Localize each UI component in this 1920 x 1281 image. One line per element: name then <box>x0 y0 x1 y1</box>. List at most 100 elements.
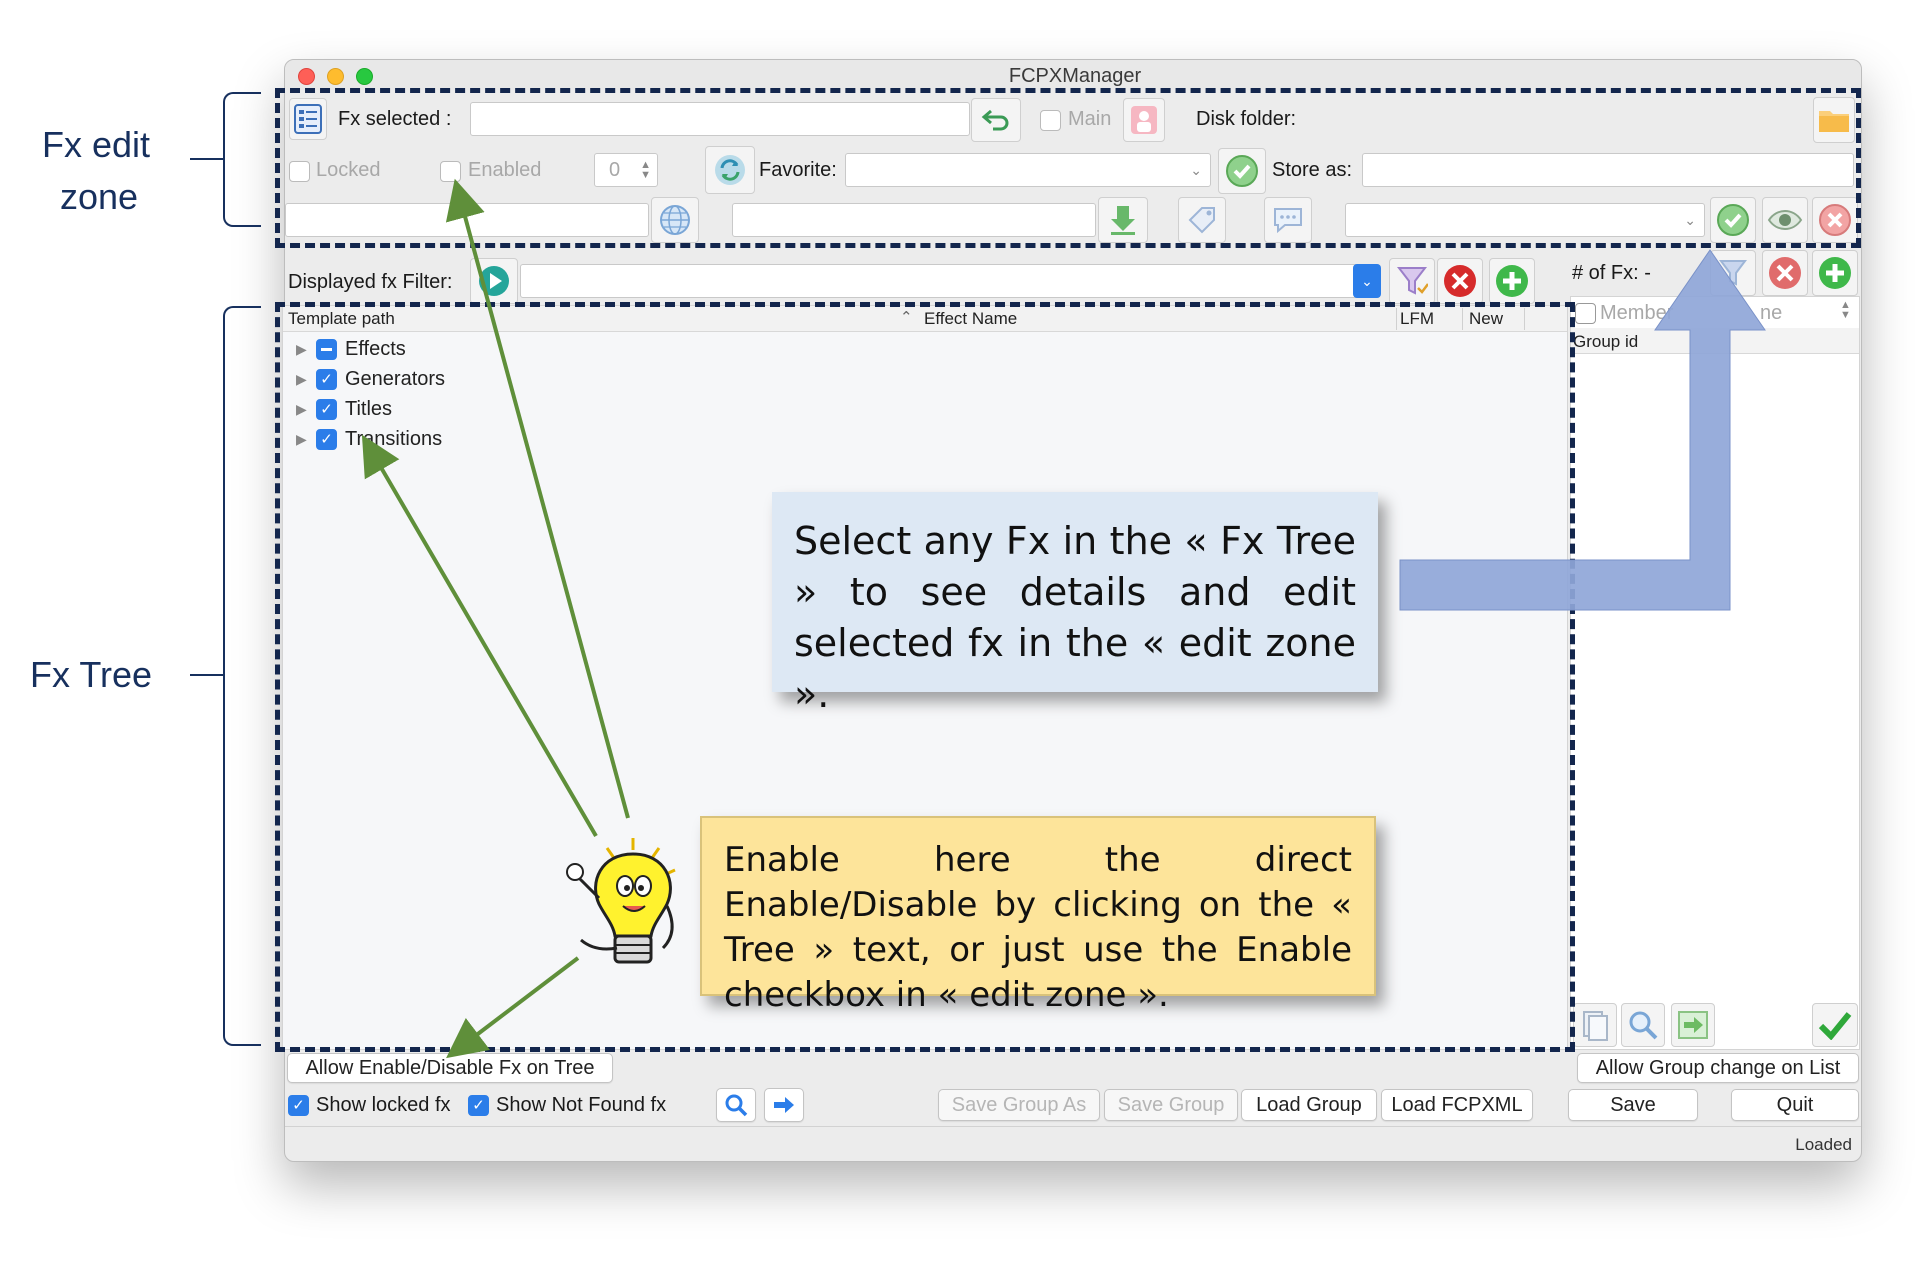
add-group-button[interactable] <box>1812 250 1858 296</box>
funnel-icon <box>1396 267 1428 295</box>
column-effect-name[interactable]: Effect Name <box>924 309 1018 328</box>
big-bent-arrow-icon <box>1399 249 1766 611</box>
cancel-edit-button[interactable] <box>1812 197 1858 243</box>
edit-zone-annotation-line1: Fx edit <box>42 124 151 165</box>
save-button[interactable]: Save <box>1568 1089 1698 1121</box>
search-list-button[interactable] <box>1621 1003 1665 1047</box>
tree-brace <box>223 306 261 1046</box>
tree-item-label[interactable]: Generators <box>345 367 446 390</box>
chevron-down-icon: ⌄ <box>1190 161 1202 178</box>
sort-stepper-icon[interactable]: ▲▼ <box>1840 299 1851 321</box>
tree-item-titles[interactable]: ▶ ✓ Titles <box>296 394 392 424</box>
locked-label: Locked <box>316 159 381 181</box>
remove-group-button[interactable] <box>1762 250 1808 296</box>
load-fcpxml-button[interactable]: Load FCPXML <box>1381 1089 1533 1121</box>
favorite-select[interactable]: ⌄ <box>845 153 1211 187</box>
disclosure-triangle-icon[interactable]: ▶ <box>296 430 307 447</box>
close-circle-icon <box>1444 265 1476 297</box>
status-bar-divider <box>285 1126 1861 1127</box>
column-new[interactable]: New <box>1469 309 1504 328</box>
minimize-window-button[interactable] <box>327 68 344 85</box>
apply-favorite-button[interactable] <box>1218 148 1266 194</box>
apply-group-button[interactable] <box>1812 1003 1858 1047</box>
disclosure-triangle-icon[interactable]: ▶ <box>296 400 307 417</box>
tag-field[interactable] <box>732 203 1096 237</box>
comment-button[interactable] <box>1264 197 1312 243</box>
open-web-button[interactable] <box>651 197 699 243</box>
favorite-label: Favorite: <box>759 159 837 181</box>
tree-checkbox[interactable] <box>316 338 337 360</box>
tree-brace-tip <box>190 674 224 676</box>
show-not-found-checkbox[interactable]: ✓ <box>468 1095 489 1116</box>
fx-count-label: # of Fx: - <box>1572 262 1651 284</box>
save-group-button[interactable]: Save Group <box>1104 1089 1238 1121</box>
search-tree-button[interactable] <box>716 1088 756 1122</box>
tree-item-effects[interactable]: ▶ Effects <box>296 334 406 364</box>
callout-select-fx: Select any Fx in the « Fx Tree » to see … <box>772 492 1378 716</box>
go-next-button[interactable] <box>764 1088 804 1122</box>
filter-input[interactable] <box>520 264 1380 298</box>
tree-item-generators[interactable]: ▶ ✓ Generators <box>296 364 445 394</box>
disk-folder-label: Disk folder: <box>1196 108 1297 130</box>
open-folder-button[interactable] <box>1813 97 1855 143</box>
globe-icon <box>660 205 690 235</box>
tree-item-label[interactable]: Titles <box>345 397 393 420</box>
sort-ascending-icon: ⌃ <box>900 309 913 326</box>
column-group-id[interactable]: Group id <box>1573 332 1639 351</box>
column-divider <box>1524 308 1525 330</box>
fx-selected-label: Fx selected : <box>338 108 452 130</box>
tree-item-label[interactable]: Effects <box>345 337 406 360</box>
column-lfm[interactable]: LFM <box>1400 309 1434 328</box>
confirm-edit-button[interactable] <box>1710 197 1756 243</box>
filter-funnel-button[interactable] <box>1389 258 1435 304</box>
tree-annotation: Fx Tree <box>30 654 153 695</box>
allow-group-change-button[interactable]: Allow Group change on List <box>1577 1053 1859 1083</box>
main-effect-button[interactable] <box>1123 98 1165 142</box>
fx-selected-field[interactable] <box>470 102 970 136</box>
priority-stepper[interactable]: 0 ▲▼ <box>594 153 658 187</box>
arrow-right-icon <box>1678 1011 1708 1039</box>
show-not-found-label: Show Not Found fx <box>496 1094 667 1116</box>
filter-label: Displayed fx Filter: <box>288 271 453 293</box>
arrow-to-enabled-checkbox <box>445 178 630 819</box>
disclosure-triangle-icon[interactable]: ▶ <box>296 370 307 387</box>
tag-icon <box>1188 207 1215 234</box>
disclosure-triangle-icon[interactable]: ▶ <box>296 340 307 357</box>
status-text: Loaded <box>1795 1135 1852 1154</box>
arrow-to-allow-button <box>446 956 580 1059</box>
add-filter-button[interactable] <box>1489 258 1535 304</box>
refresh-favorites-button[interactable] <box>705 146 755 194</box>
list-view-button[interactable] <box>289 98 327 140</box>
save-group-as-button[interactable]: Save Group As <box>938 1089 1100 1121</box>
main-checkbox[interactable] <box>1040 110 1061 136</box>
film-person-icon <box>1131 106 1157 134</box>
tree-checkbox[interactable]: ✓ <box>316 428 337 450</box>
copy-list-button[interactable] <box>1573 1003 1617 1047</box>
show-locked-checkbox[interactable]: ✓ <box>288 1095 309 1116</box>
store-as-field[interactable] <box>1362 153 1854 187</box>
filter-dropdown-button[interactable]: ⌄ <box>1353 264 1381 298</box>
revert-button[interactable] <box>971 98 1021 142</box>
show-locked-label: Show locked fx <box>316 1094 451 1116</box>
tag-button[interactable] <box>1178 197 1226 243</box>
locked-checkbox[interactable] <box>289 161 310 187</box>
group-name-fragment: ne <box>1760 302 1783 324</box>
window-title: FCPXManager <box>1008 65 1142 87</box>
load-group-button[interactable]: Load Group <box>1241 1089 1377 1121</box>
export-list-button[interactable] <box>1671 1003 1715 1047</box>
quit-button[interactable]: Quit <box>1731 1089 1859 1121</box>
tree-checkbox[interactable]: ✓ <box>316 368 337 390</box>
column-divider <box>1396 308 1397 330</box>
edit-zone-brace <box>223 92 261 227</box>
download-button[interactable] <box>1098 197 1148 243</box>
tree-checkbox[interactable]: ✓ <box>316 398 337 420</box>
preview-button[interactable] <box>1762 197 1808 243</box>
zoom-window-button[interactable] <box>356 68 373 85</box>
category-select[interactable]: ⌄ <box>1345 203 1705 237</box>
close-window-button[interactable] <box>298 68 315 85</box>
members-checkbox[interactable] <box>1575 303 1596 329</box>
speech-bubble-icon <box>1274 208 1302 234</box>
column-divider <box>1462 308 1463 330</box>
column-template-path[interactable]: Template path <box>288 309 395 328</box>
refresh-icon <box>715 155 745 185</box>
